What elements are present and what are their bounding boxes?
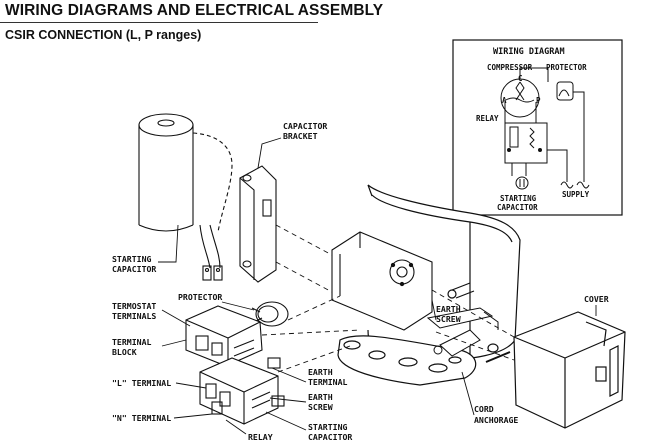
inset-relay-label: RELAY — [476, 114, 499, 123]
starting-capacitor-bottom-label: STARTING — [308, 422, 348, 432]
inset-c-label: C — [518, 74, 523, 83]
cover-part — [513, 311, 626, 429]
terminal-block-label-2: BLOCK — [112, 347, 137, 357]
protector-part — [251, 301, 289, 327]
inset-a-label: A — [502, 96, 507, 105]
compressor-symbol — [500, 78, 540, 118]
terminal-block-part — [185, 305, 263, 367]
starting-capacitor-symbol — [515, 176, 529, 190]
earth-screw-right-label-2: SCREW — [436, 314, 461, 324]
title-divider — [0, 22, 318, 23]
capacitor-bracket-part — [239, 165, 277, 283]
inset-capacitor-label: CAPACITOR — [497, 203, 538, 212]
cord-anchorage-label-2: ANCHORAGE — [474, 415, 518, 425]
page-title: WIRING DIAGRAMS AND ELECTRICAL ASSEMBLY — [5, 2, 384, 19]
supply-symbol — [560, 181, 590, 189]
starting-capacitor-label: STARTING — [112, 254, 152, 264]
inset-starting-label: STARTING — [500, 194, 537, 203]
protector-label: PROTECTOR — [178, 292, 222, 302]
page-subtitle: CSIR CONNECTION (L, P ranges) — [5, 28, 202, 42]
protector-symbol — [556, 81, 574, 101]
n-terminal-label: "N" TERMINAL — [112, 413, 171, 423]
wiring-diagram-inset — [452, 39, 623, 216]
leader-lines — [158, 137, 597, 435]
relay-part — [199, 357, 285, 425]
inset-frame — [452, 39, 623, 216]
capacitor-bracket-label: CAPACITOR — [283, 121, 327, 131]
relay-symbol — [504, 122, 548, 164]
earth-screw-right-part — [426, 307, 511, 363]
termostat-terminals-label-2: TERMINALS — [112, 311, 156, 321]
starting-capacitor-part — [138, 113, 233, 281]
earth-terminal-label-2: TERMINAL — [308, 377, 348, 387]
relay-label: RELAY — [248, 432, 273, 442]
terminal-block-label: TERMINAL — [112, 337, 152, 347]
earth-screw-label-2: SCREW — [308, 402, 333, 412]
capacitor-bracket-label-2: BRACKET — [283, 131, 318, 141]
inset-protector-label: PROTECTOR — [546, 63, 587, 72]
assembly-guide-lines — [261, 224, 515, 373]
cord-anchorage-label: CORD — [474, 404, 494, 414]
mounting-plate-part — [331, 231, 433, 331]
inset-compressor-label: COMPRESSOR — [487, 63, 533, 72]
inset-title: WIRING DIAGRAM — [493, 47, 565, 57]
cover-label: COVER — [584, 294, 609, 304]
l-terminal-label: "L" TERMINAL — [112, 378, 171, 388]
earth-screw-right-label: EARTH — [436, 304, 461, 314]
termostat-terminals-label: TERMOSTAT — [112, 301, 156, 311]
earth-screw-label: EARTH — [308, 392, 333, 402]
inset-supply-label: SUPPLY — [562, 190, 590, 199]
earth-terminal-label: EARTH — [308, 367, 333, 377]
starting-capacitor-label-2: CAPACITOR — [112, 264, 156, 274]
starting-capacitor-bottom-label-2: CAPACITOR — [308, 432, 352, 442]
inset-p-label: P — [536, 96, 541, 105]
